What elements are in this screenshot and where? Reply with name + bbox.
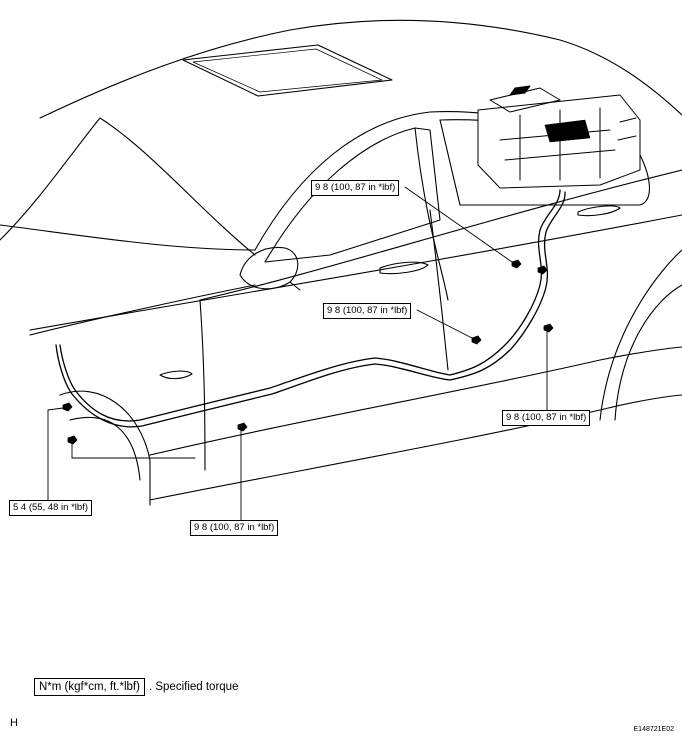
roof-inner-edge: [0, 117, 101, 241]
side-character-line: [29, 214, 682, 331]
front-wheel-arch: [59, 390, 151, 506]
sunroof-inner: [192, 48, 383, 93]
torque-legend: N*m (kgf*cm, ft.*lbf) . Specified torque: [34, 678, 238, 696]
rear-wheel-arch-inner: [614, 284, 682, 421]
front-wheel-arch-inner: [69, 416, 141, 481]
torque-callout-hvac: 9 8 (100, 87 in *lbf): [311, 180, 400, 196]
roof-outline: [39, 19, 682, 119]
torque-callout-rear: 9 8 (100, 87 in *lbf): [502, 410, 591, 426]
rear-door-handle: [577, 205, 621, 217]
b-pillar: [414, 127, 449, 301]
rear-wheel-arch: [599, 249, 682, 421]
side-marker: [159, 370, 193, 380]
legend-description: . Specified torque: [148, 681, 239, 693]
fasteners: [62, 259, 554, 445]
hvac-unit: [477, 85, 641, 189]
rear-door-edge: [429, 209, 449, 371]
section-letter: H: [10, 717, 18, 729]
leader-lines: [47, 186, 548, 521]
side-mirror: [239, 246, 299, 290]
torque-callout-front: 5 4 (55, 48 in *lbf): [9, 500, 92, 516]
torque-callout-mid-pipe: 9 8 (100, 87 in *lbf): [323, 303, 412, 319]
front-door-edge: [199, 299, 206, 471]
legend-unit-box: N*m (kgf*cm, ft.*lbf): [34, 678, 145, 696]
a-pillar: [99, 117, 256, 256]
torque-callout-under-door: 9 8 (100, 87 in *lbf): [190, 520, 279, 536]
front-window: [264, 127, 441, 263]
sunroof: [182, 44, 393, 97]
hood-line: [0, 224, 256, 251]
belt-line: [199, 169, 682, 301]
hood-cut: [29, 284, 256, 336]
figure-code: E148721E02: [633, 726, 674, 733]
front-door-handle: [379, 261, 429, 275]
rocker-upper: [149, 346, 682, 456]
rocker-lower: [149, 394, 682, 501]
refrigerant-pipe: [55, 189, 566, 428]
mirror-stem: [289, 281, 301, 291]
